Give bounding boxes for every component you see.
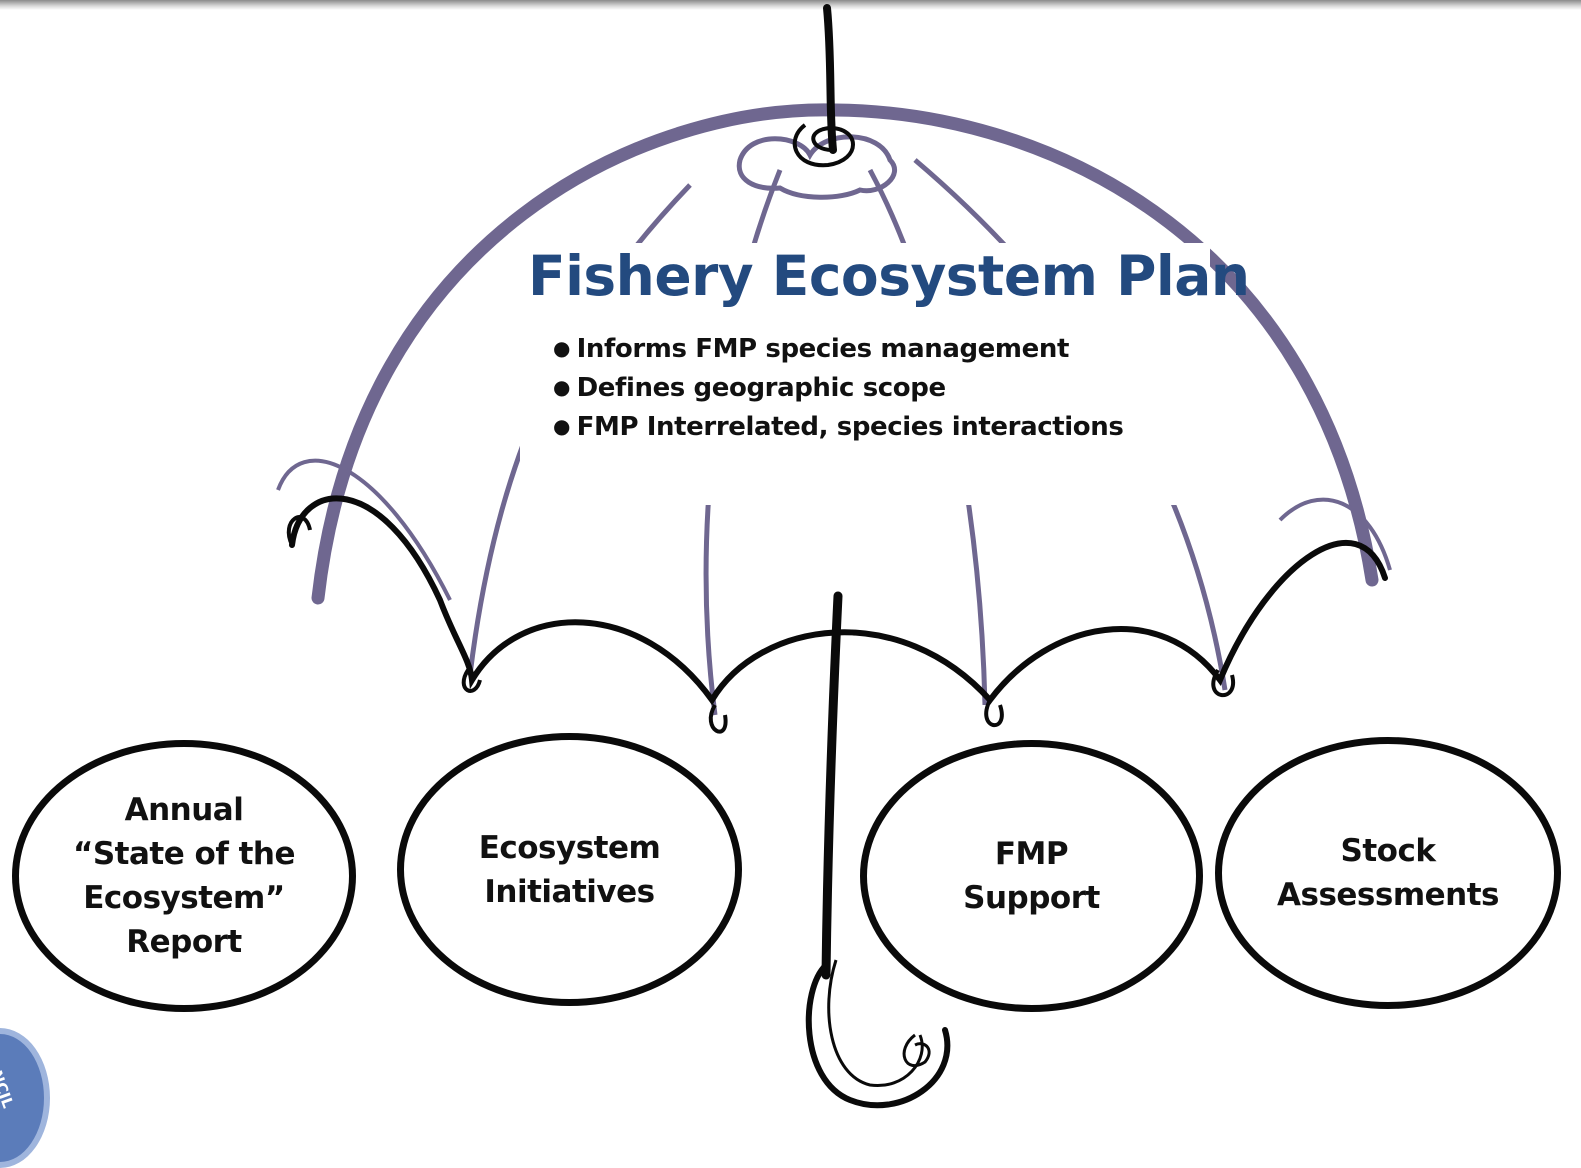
canopy-underline — [1278, 497, 1392, 571]
component-label: Ecosystem Initiatives — [478, 829, 661, 910]
rim-curl — [461, 668, 482, 693]
top-shadow-bar — [0, 0, 1581, 10]
crown-spiral — [792, 123, 855, 168]
objectives-list: Informs FMP species management Defines g… — [553, 330, 1124, 447]
diagram-title: Fishery Ecosystem Plan — [528, 244, 1250, 308]
canopy-rim — [289, 495, 1388, 706]
rim-curl — [1211, 668, 1236, 698]
objective-item: Informs FMP species management — [553, 330, 1123, 369]
canopy-outline — [311, 103, 1379, 605]
component-label: Stock Assessments — [1277, 833, 1500, 913]
component-label: Annual “State of the Ecosystem” Report — [72, 792, 296, 960]
component-oval-annual-report: Annual “State of the Ecosystem” Report — [12, 740, 356, 1012]
component-oval-fmp-support: FMP Support — [860, 740, 1203, 1012]
objective-item: FMP Interrelated, species interactions — [553, 408, 1124, 447]
canopy-crown — [736, 134, 898, 200]
rim-curl — [708, 703, 728, 734]
component-label: FMP Support — [963, 836, 1100, 916]
component-oval-stock-assessments: Stock Assessments — [1215, 737, 1561, 1009]
objective-item: Defines geographic scope — [553, 369, 1123, 408]
umbrella-handle-inner — [827, 959, 924, 1088]
umbrella-shaft — [821, 591, 843, 980]
rim-curl — [286, 515, 312, 546]
umbrella-handle — [805, 962, 951, 1109]
canopy-underline — [276, 458, 452, 601]
handle-curl — [902, 1033, 931, 1068]
umbrella-tip — [823, 4, 837, 154]
rim-curl — [984, 699, 1004, 728]
component-oval-ecosystem-initiatives: Ecosystem Initiatives — [397, 733, 742, 1006]
